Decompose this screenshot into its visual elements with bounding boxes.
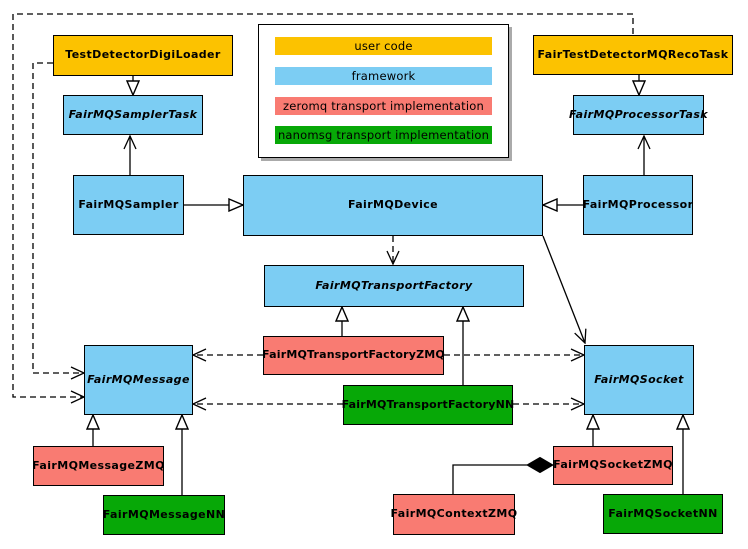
legend-label: zeromq transport implementation [283,99,484,113]
edge-recotask-uses-message [12,13,634,397]
legend-item-user-code: user code [275,37,492,55]
node-label: FairMQTransportFactory [315,278,473,292]
node-fairmqmessagenn: FairMQMessageNN [103,495,225,535]
node-label: FairMQTransportFactoryNN [341,397,515,411]
node-label: FairMQSamplerTask [68,107,198,121]
legend-item-nanomsg: nanomsg transport implementation [275,126,492,144]
node-fairmqmessagezmq: FairMQMessageZMQ [32,446,165,486]
legend-item-zeromq: zeromq transport implementation [275,97,492,115]
edge-contextzmq-composition-line [452,464,527,494]
legend-label: user code [354,39,413,53]
node-label: FairMQProcessor [582,197,694,211]
node-label: FairMQSocketNN [608,506,718,520]
legend-label: framework [351,69,416,83]
node-label: FairMQMessage [87,372,190,386]
node-label: FairMQSocket [594,372,684,386]
node-label: FairTestDetectorMQRecoTask [537,47,729,61]
legend-item-framework: framework [275,67,492,85]
node-fairmqsocketnn: FairMQSocketNN [603,494,723,534]
node-fairmqprocessortask: FairMQProcessorTask [569,95,708,135]
node-fairtestdetectormqrecotask: FairTestDetectorMQRecoTask [533,35,733,75]
node-label: FairMQMessageZMQ [32,458,165,472]
node-label: FairMQProcessorTask [569,107,709,121]
node-fairmqmessage: FairMQMessage [84,345,193,415]
legend-label: nanomsg transport implementation [277,128,490,142]
node-fairmqtransportfactory: FairMQTransportFactory [264,265,524,307]
node-fairmqtransportfactoryzmq: FairMQTransportFactoryZMQ [262,336,445,375]
node-fairmqsocketzmq: FairMQSocketZMQ [553,446,673,485]
node-fairmqsocket: FairMQSocket [584,345,694,415]
legend: user code framework zeromq transport imp… [258,24,509,158]
node-label: FairMQDevice [347,198,439,212]
node-fairmqprocessor: FairMQProcessor [583,175,693,235]
composition-diamond-icon [525,456,555,474]
node-fairmqcontextzmq: FairMQContextZMQ [390,494,518,535]
node-testdetectordigiloader: TestDetectorDigiLoader [53,35,233,76]
node-fairmqtransportfactorynn: FairMQTransportFactoryNN [341,385,515,425]
node-fairmqsampler: FairMQSampler [73,175,184,235]
node-label: FairMQSocketZMQ [553,458,673,472]
edge-digiloader-uses-message [32,62,84,373]
node-fairmqsamplertask: FairMQSamplerTask [63,95,203,135]
node-label: FairMQTransportFactoryZMQ [262,348,445,362]
edge-device-uses-socket [542,235,585,343]
node-label: FairMQMessageNN [102,507,226,521]
node-label: FairMQContextZMQ [390,507,518,521]
node-fairmqdevice: FairMQDevice [243,175,543,236]
node-label: TestDetectorDigiLoader [65,48,221,62]
node-label: FairMQSampler [78,197,179,211]
